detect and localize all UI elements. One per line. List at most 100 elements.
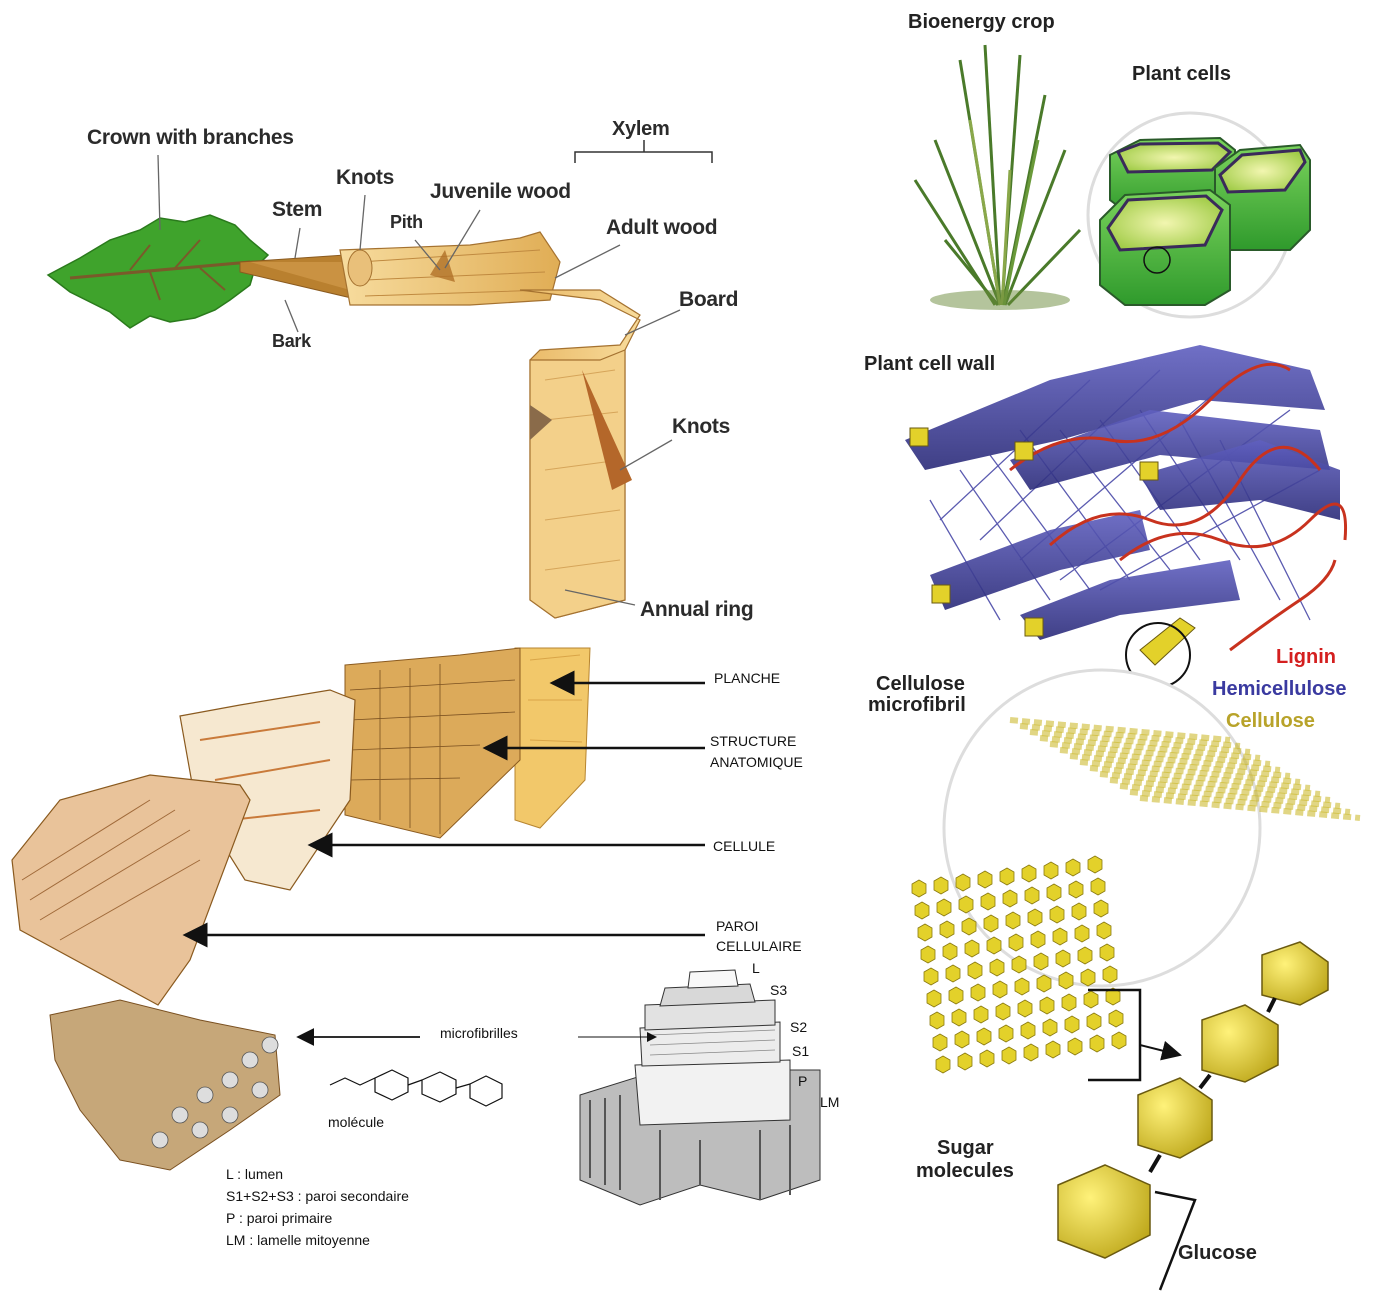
xylem-bracket	[575, 140, 712, 163]
layer-l-label: L	[752, 960, 760, 976]
lignin-label: Lignin	[1276, 646, 1336, 669]
cellulose-fibril-unit	[1112, 1032, 1126, 1049]
cellulose-fibril-unit	[1094, 900, 1108, 917]
cellulose-fibril-unit	[959, 896, 973, 913]
planche-block	[515, 648, 590, 828]
plant-cells-label: Plant cells	[1132, 63, 1231, 86]
paroi-label-2: CELLULAIRE	[716, 938, 802, 954]
cellulose-fibril-unit	[955, 1031, 969, 1048]
structure-label-2: ANATOMIQUE	[710, 754, 803, 770]
cellulose-fibril-unit	[1081, 969, 1095, 986]
layer-s2-label: S2	[790, 1019, 807, 1035]
layer-s3-label: S3	[770, 982, 787, 998]
cellulose-fibril-unit	[968, 962, 982, 979]
cellulose-fibril-unit	[1034, 953, 1048, 970]
cellulose-fibril-unit	[924, 968, 938, 985]
cellulose-fibril-unit	[1088, 856, 1102, 873]
microfibril-label-2: microfibril	[868, 694, 966, 717]
cellulose-fibril-unit	[1072, 903, 1086, 920]
bioenergy-crop-label: Bioenergy crop	[908, 11, 1055, 34]
cellulose-fibril-unit	[1012, 956, 1026, 973]
cellulose-fibril-unit	[1097, 922, 1111, 939]
juvenile-wood-label: Juvenile wood	[430, 180, 571, 204]
legend-middle-lamella: LM : lamelle mitoyenne	[226, 1232, 370, 1248]
cellulose-fibril-unit	[1025, 887, 1039, 904]
cellulose-fibril-unit	[933, 1034, 947, 1051]
cellulose-fibril-unit	[936, 1056, 950, 1073]
paroi-label-1: PAROI	[716, 918, 759, 934]
cellulose-fibril-unit	[1009, 934, 1023, 951]
legend-primary-wall: P : paroi primaire	[226, 1210, 332, 1226]
molecule-chain	[330, 1070, 502, 1106]
cellulose-fibril-unit	[1078, 947, 1092, 964]
wood-scale-illustration	[12, 648, 820, 1205]
board-label: Board	[679, 288, 738, 312]
cellulose-fibril-unit	[1018, 1000, 1032, 1017]
cellulose-fibril-unit	[1021, 1022, 1035, 1039]
cellulose-fibril-unit	[937, 899, 951, 916]
cellulose-fibril-unit	[1006, 912, 1020, 929]
cellulose-fibril-unit	[1022, 865, 1036, 882]
cellulose-fibril-unit	[1015, 978, 1029, 995]
cellulose-fibril-unit	[996, 1003, 1010, 1020]
cellulose-fibril-unit	[993, 981, 1007, 998]
cellulose-fibril-unit	[1065, 1016, 1079, 1033]
molecule-label: molécule	[328, 1114, 384, 1130]
cellulose-fibril-unit	[977, 1028, 991, 1045]
cellulose-fibril-unit	[918, 924, 932, 941]
cellulose-fibril-unit	[1028, 909, 1042, 926]
cellule-label: CELLULE	[713, 838, 775, 854]
cellulose-fibril-unit	[943, 943, 957, 960]
layer-s1-label: S1	[792, 1043, 809, 1059]
cellulose-fibril-unit	[1000, 868, 1014, 885]
bioenergy-crop-grass	[915, 45, 1080, 305]
cellulose-fibril-unit	[1062, 994, 1076, 1011]
crown-label: Crown with branches	[87, 126, 294, 150]
cellulose-fibril-unit	[999, 1025, 1013, 1042]
cellulose-fibril-unit	[978, 871, 992, 888]
cellulose-fibril-unit	[1046, 1041, 1060, 1058]
cellulose-fibril-unit	[1050, 906, 1064, 923]
legend-lumen: L : lumen	[226, 1166, 283, 1182]
structure-label-1: STRUCTURE	[710, 733, 796, 749]
cellulose-fibril-unit	[962, 918, 976, 935]
cellulose-fibril-unit	[1069, 881, 1083, 898]
plant-cells	[1100, 138, 1310, 305]
planche-label: PLANCHE	[714, 670, 780, 686]
cellulose-fibril-unit	[915, 902, 929, 919]
cellulose-fibril-unit	[1103, 966, 1117, 983]
bark-label: Bark	[272, 331, 311, 352]
cellulose-fibril-unit	[1024, 1044, 1038, 1061]
cellulose-fibril-unit	[971, 984, 985, 1001]
paroi-block	[12, 775, 250, 1005]
glucose-label: Glucose	[1178, 1242, 1257, 1265]
cellulose-fibril-unit	[949, 987, 963, 1004]
cellulose-fibril-unit	[1066, 859, 1080, 876]
knots-top-label: Knots	[336, 166, 394, 190]
cellulose-fibril-unit	[987, 937, 1001, 954]
cellulose-fibril-unit	[1059, 972, 1073, 989]
cellulose-fibril-unit	[1091, 878, 1105, 895]
cellulose-fibril-unit	[1109, 1010, 1123, 1027]
cellulose-fibril-unit	[990, 959, 1004, 976]
cellulose-fibril-unit	[1003, 890, 1017, 907]
cellulose-fibril-unit	[1084, 991, 1098, 1008]
cellulose-fibril-unit	[1002, 1047, 1016, 1064]
cellulose-fibril-unit	[981, 893, 995, 910]
cellulose-fibril-unit	[1037, 975, 1051, 992]
cellulose-fibril-unit	[921, 946, 935, 963]
cellulose-fibril-unit	[1068, 1038, 1082, 1055]
layer-lm-label: LM	[820, 1094, 839, 1110]
hemicellulose-label: Hemicellulose	[1212, 678, 1347, 701]
cellulose-fibril-unit	[1056, 950, 1070, 967]
cellulose-fibril-unit	[1047, 884, 1061, 901]
microfibrilles-label: microfibrilles	[440, 1025, 518, 1041]
annual-ring-label: Annual ring	[640, 598, 753, 622]
cellulose-fibril-unit	[940, 921, 954, 938]
cellulose-fibril-unit	[958, 1053, 972, 1070]
cellulose-fibril-unit	[952, 1009, 966, 1026]
knots-board-label: Knots	[672, 415, 730, 439]
cellulose-fibril-unit	[965, 940, 979, 957]
cellulose-fibril-unit	[912, 880, 926, 897]
adult-wood-label: Adult wood	[606, 216, 717, 240]
